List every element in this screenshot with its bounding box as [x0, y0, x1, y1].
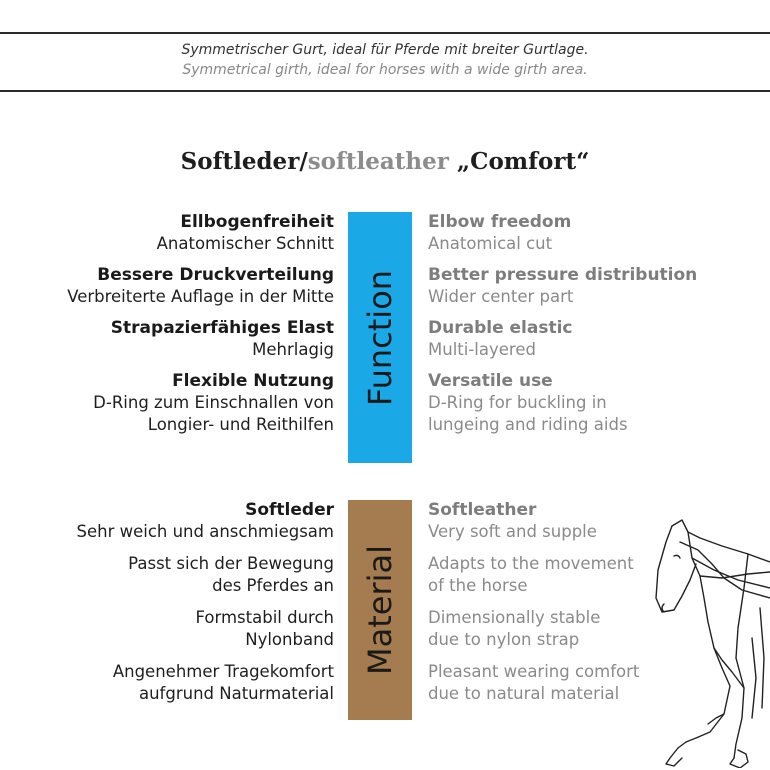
material-en-item: Pleasant wearing comfort due to natural … — [428, 661, 728, 705]
item-title: Softleder — [245, 500, 334, 520]
item-subtitle: Anatomischer Schnitt — [156, 234, 334, 253]
item-subtitle: Very soft and supple — [428, 522, 597, 541]
item-title: Bessere Druckverteilung — [97, 265, 334, 285]
item-subtitle: Dimensionally stable due to nylon strap — [428, 608, 601, 649]
item-title: Better pressure distribution — [428, 265, 698, 285]
bottom-rule — [0, 90, 770, 92]
item-title: Softleather — [428, 500, 537, 520]
material-de-item: Angenehmer Tragekomfort aufgrund Naturma… — [0, 661, 334, 705]
material-en-item: Dimensionally stable due to nylon strap — [428, 607, 728, 651]
item-subtitle: Multi-layered — [428, 340, 536, 359]
material-de-item: Passt sich der Bewegung des Pferdes an — [0, 553, 334, 597]
item-subtitle: Anatomical cut — [428, 234, 553, 253]
function-bar: Function — [348, 212, 412, 463]
item-subtitle: D-Ring for buckling in lungeing and ridi… — [428, 393, 628, 434]
item-title: Ellbogenfreiheit — [180, 212, 334, 232]
item-title: Strapazierfähiges Elast — [110, 318, 334, 338]
item-subtitle: Adapts to the movement of the horse — [428, 554, 634, 595]
heading-english: softleather — [307, 148, 449, 175]
material-en-item: Adapts to the movement of the horse — [428, 553, 728, 597]
material-de-item: Formstabil durch Nylonband — [0, 607, 334, 651]
item-subtitle: D-Ring zum Einschnallen von Longier- und… — [93, 393, 334, 434]
material-bar: Material — [348, 500, 412, 720]
item-title: Flexible Nutzung — [172, 371, 334, 391]
item-subtitle: Pleasant wearing comfort due to natural … — [428, 662, 640, 703]
horse-illustration — [655, 519, 770, 768]
item-subtitle: Verbreiterte Auflage in der Mitte — [67, 287, 334, 306]
top-rule — [0, 32, 770, 34]
item-subtitle: Sehr weich und anschmiegsam — [76, 522, 334, 541]
item-title: Durable elastic — [428, 318, 573, 338]
item-subtitle: Mehrlagig — [252, 340, 334, 359]
item-subtitle: Wider center part — [428, 287, 574, 306]
heading-german: Softleder/ — [180, 148, 308, 175]
intro-english: Symmetrical girth, ideal for horses with… — [182, 62, 588, 78]
product-heading: Softleder/softleather „Comfort“ — [0, 148, 770, 175]
item-subtitle: Formstabil durch Nylonband — [195, 608, 334, 649]
item-subtitle: Angenehmer Tragekomfort aufgrund Naturma… — [112, 662, 334, 703]
item-subtitle: Passt sich der Bewegung des Pferdes an — [128, 554, 334, 595]
intro-german: Symmetrischer Gurt, ideal für Pferde mit… — [181, 42, 589, 58]
heading-model: „Comfort“ — [448, 148, 590, 175]
item-title: Versatile use — [428, 371, 553, 391]
material-bar-label: Material — [361, 545, 399, 675]
item-title: Elbow freedom — [428, 212, 572, 232]
function-bar-label: Function — [361, 269, 399, 406]
